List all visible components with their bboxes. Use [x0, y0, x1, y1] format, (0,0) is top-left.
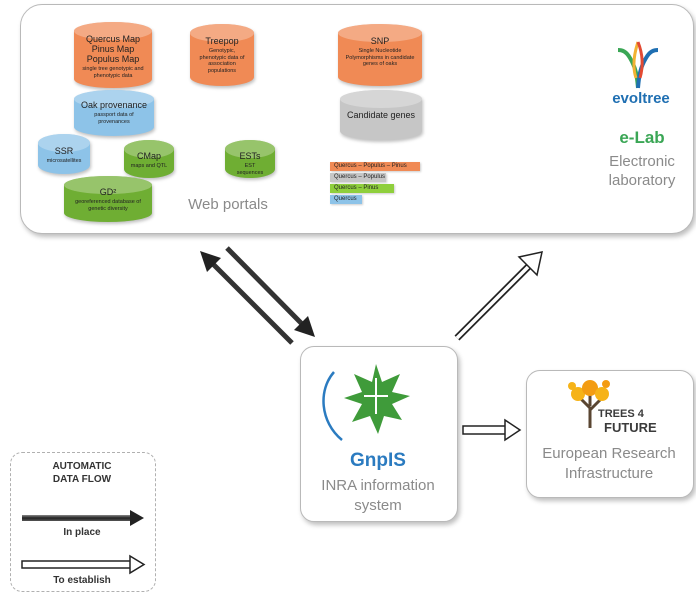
treepop-title: Treepop	[205, 36, 239, 46]
european-panel[interactable]	[526, 370, 694, 498]
gd2-title: GD²	[99, 187, 117, 197]
legend-arrow-to-establish	[21, 554, 146, 575]
cmap-subtitle: maps and QTL	[130, 163, 168, 169]
trees4future-logo-line2: FUTURE	[604, 420, 657, 435]
trees4future-tree-icon	[566, 378, 618, 430]
elab-subtitle: Electronic laboratory	[608, 153, 676, 189]
species-bar-quercus-populus-pinus: Quercus – Populus – Pinus	[330, 162, 420, 171]
candidate-genes-title: Candidate genes	[346, 110, 416, 120]
evoltree-logo-text: evoltree	[612, 90, 670, 107]
oak-provenance-title: Oak provenance	[80, 100, 148, 110]
ests-title: ESTs	[239, 151, 261, 161]
data-flow-legend	[10, 452, 156, 592]
treepop-database[interactable]: Treepop Genotypic, phenotypic data of as…	[190, 24, 254, 86]
species-bar-quercus: Quercus	[330, 195, 362, 204]
ssr-subtitle: microsatellites	[46, 158, 82, 164]
trees4future-logo-line1: TREES 4	[598, 408, 644, 420]
snp-title: SNP	[370, 36, 390, 46]
ests-database[interactable]: ESTs EST sequences	[225, 140, 275, 178]
elab-title: e-Lab	[619, 128, 665, 147]
ssr-database[interactable]: SSR microsatellites	[38, 134, 90, 174]
arrow-gnpis-to-portals	[200, 251, 294, 345]
web-portals-label: Web portals	[188, 196, 268, 213]
gd2-database[interactable]: GD² georeferenced database of genetic di…	[64, 176, 152, 222]
candidate-genes-database[interactable]: Candidate genes	[340, 90, 422, 140]
treepop-subtitle: Genotypic, phenotypic data of associatio…	[199, 48, 245, 74]
species-bar-quercus-populus: Quercus – Populus	[330, 173, 386, 182]
maps-database[interactable]: Quercus Map Pinus Map Populus Map single…	[74, 22, 152, 88]
species-bar-quercus-pinus: Quercus – Pinus	[330, 184, 394, 193]
ssr-title: SSR	[54, 146, 74, 156]
cmap-database[interactable]: CMap maps and QTL	[124, 140, 174, 178]
gnpis-logo-text: GnpIS	[350, 450, 406, 471]
oak-provenance-database[interactable]: Oak provenance passport data of provenan…	[74, 90, 154, 136]
legend-to-establish-label: To establish	[53, 575, 111, 586]
legend-in-place-label: In place	[63, 527, 101, 538]
arrow-gnpis-to-evoltree	[454, 251, 543, 341]
arrow-portals-to-gnpis	[225, 246, 315, 337]
gnpis-leaf-icon	[312, 352, 432, 448]
ests-subtitle: EST sequences	[236, 163, 264, 176]
legend-title: AUTOMATIC DATA FLOW	[52, 461, 112, 485]
gnpis-caption: INRA information system	[321, 477, 435, 514]
evoltree-tree-icon	[612, 38, 664, 90]
cmap-title: CMap	[136, 151, 161, 161]
oak-provenance-subtitle: passport data of provenances	[94, 112, 134, 125]
gd2-subtitle: georeferenced database of genetic divers…	[75, 199, 141, 212]
european-caption: European Research Infrastructure	[542, 445, 676, 482]
snp-subtitle: Single Nucleotide Polymorphisms in candi…	[345, 48, 415, 67]
maps-subtitle: single tree genotypic and phenotypic dat…	[82, 66, 144, 79]
maps-title: Quercus Map Pinus Map Populus Map	[85, 34, 141, 64]
gnpis-panel[interactable]	[300, 346, 458, 522]
snp-database[interactable]: SNP Single Nucleotide Polymorphisms in c…	[338, 24, 422, 86]
arrow-gnpis-to-european	[462, 418, 522, 442]
legend-arrow-in-place	[22, 510, 144, 526]
